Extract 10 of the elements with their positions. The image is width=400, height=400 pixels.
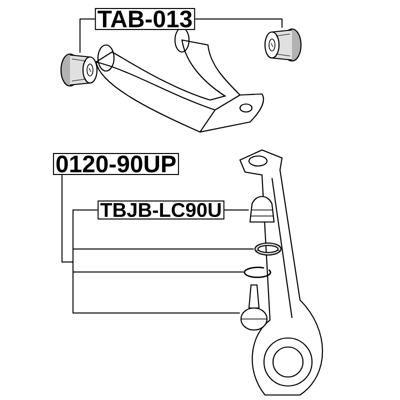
leader-line bbox=[194, 18, 282, 28]
part-number-label: TBJB-LC90U bbox=[98, 200, 224, 220]
part-number-label: TAB-013 bbox=[94, 8, 196, 30]
ball-joint-drawing bbox=[240, 284, 268, 331]
bushing-drawing bbox=[264, 28, 302, 62]
bushing-drawing bbox=[60, 53, 98, 87]
snap-ring-drawing bbox=[244, 266, 272, 278]
leader-line bbox=[80, 18, 96, 54]
part-number-label: 0120-90UP bbox=[53, 153, 179, 175]
dust-boot-drawing bbox=[249, 196, 275, 223]
